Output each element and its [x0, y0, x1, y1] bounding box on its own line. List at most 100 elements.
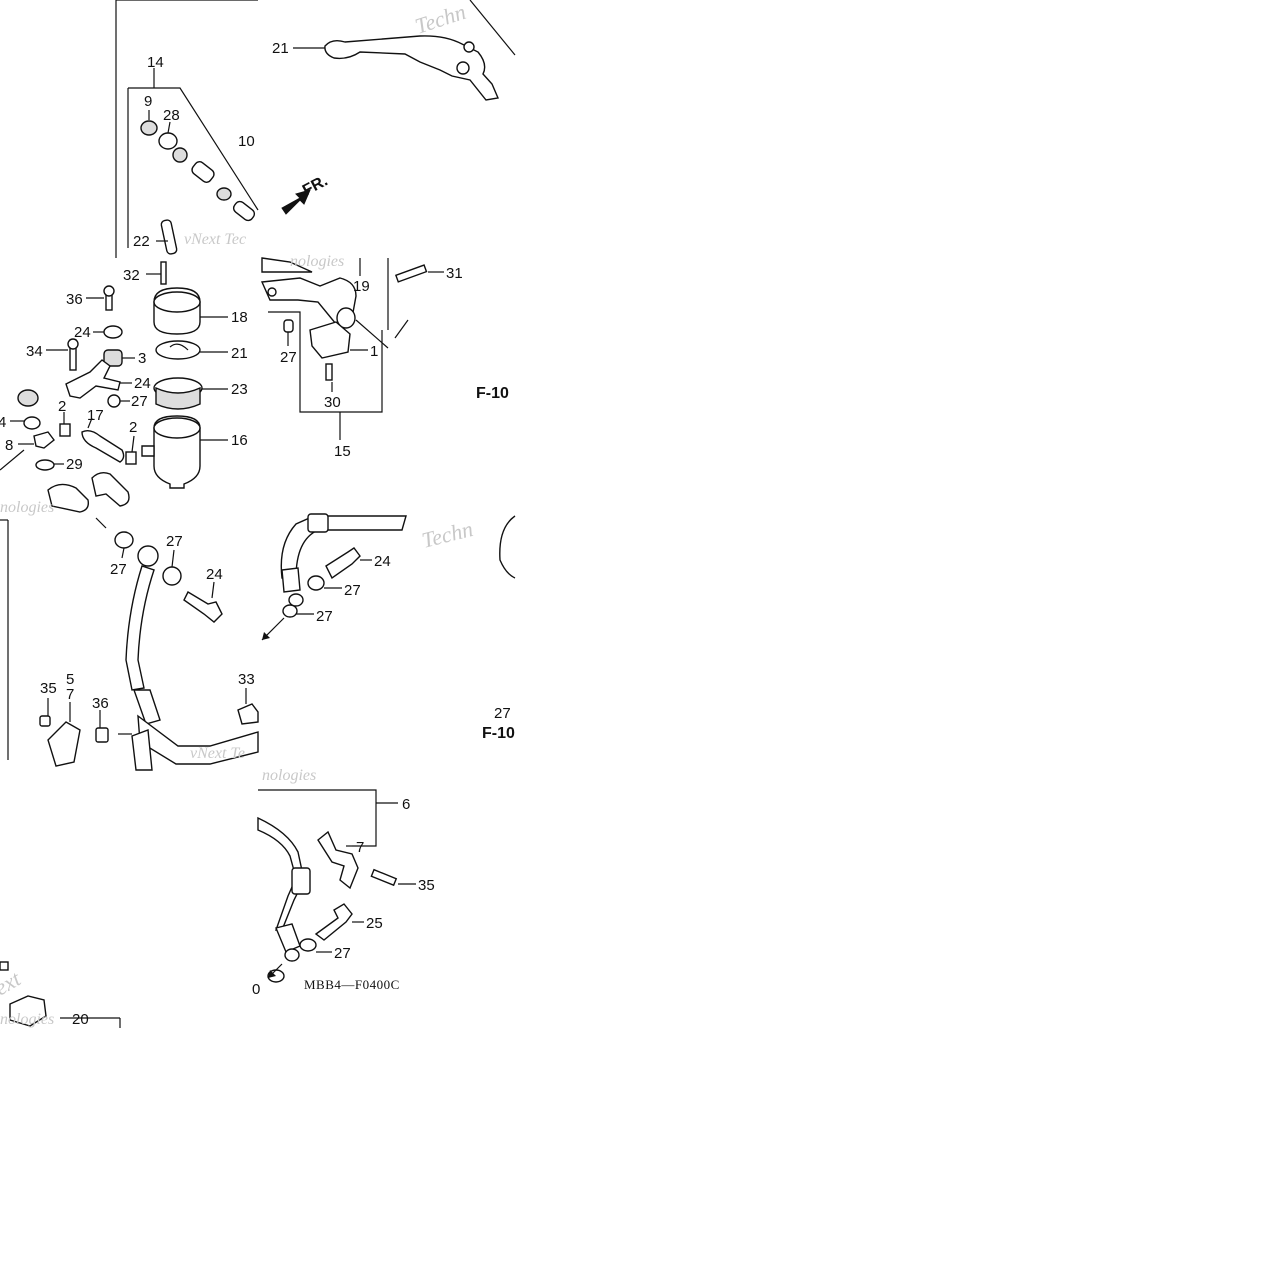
cup-part	[216, 187, 232, 201]
front-direction-arrow: FR.	[281, 172, 331, 215]
washer-27c-part	[282, 604, 298, 618]
ref-label-f10b: F-10	[482, 725, 515, 742]
bolt-32-part	[394, 264, 428, 283]
callout-24b: 24	[374, 553, 391, 570]
watermark-text: nologies	[262, 767, 316, 784]
callout-15: 19	[353, 278, 370, 295]
callout-12: 16	[231, 432, 248, 449]
bolt-23-part	[160, 219, 178, 255]
switch-1-part	[309, 321, 351, 359]
cap-part	[17, 389, 39, 407]
callout-27f: 27	[334, 945, 351, 962]
callout-28: 28	[163, 107, 180, 124]
callout-31: 30	[324, 394, 341, 411]
callout-2: 2	[58, 398, 66, 415]
eye-joint-part	[137, 545, 159, 567]
callout-14: 18	[231, 309, 248, 326]
brake-hose-lower-part	[257, 816, 305, 931]
callout-7: 7	[356, 839, 364, 856]
tile-brake-hose-right: 27 24 27 Techn 27 F-10	[261, 513, 516, 742]
callout-5: 5	[66, 671, 74, 688]
bolt-35a-part	[39, 715, 51, 727]
clip-2-part	[59, 423, 71, 437]
callout-10: 10	[238, 133, 255, 150]
callout-2b: 2	[129, 419, 137, 436]
ref-label-f10: F-10	[476, 385, 509, 402]
washer-29-part	[35, 459, 55, 471]
screw-31-part	[325, 363, 333, 381]
tile-lower-left: 20 ext nologies	[0, 961, 121, 1028]
tile-master-cylinder-switch: 19 31 15 1 27 30 F-10 nologies	[260, 253, 509, 460]
ring-part	[172, 147, 188, 163]
piston-part	[191, 161, 215, 183]
tile-brake-hose-lower: nologies 6 7 35 25 27 0 MBB4—F0400C	[252, 767, 435, 998]
callout-25: 27	[280, 349, 297, 366]
grommet-4-part	[23, 416, 41, 430]
spring-part	[232, 200, 256, 222]
drawing-code: MBB4—F0400C	[304, 977, 400, 992]
callout-17: 23	[231, 381, 248, 398]
tile-master-cylinder-piston: 14 9 28 10 22 vNext Tec	[115, 0, 259, 258]
watermark-text: vNext Tec	[184, 231, 246, 248]
bolt-24b-part	[325, 547, 361, 580]
clamp-6-part	[47, 721, 81, 767]
callout-5b: 6	[402, 796, 410, 813]
screw-25-part	[283, 319, 294, 333]
joint-8-part	[33, 431, 55, 449]
clip-2b-part	[125, 451, 137, 465]
callout-27e: 27	[494, 705, 511, 722]
callout-24: 24	[206, 566, 223, 583]
callout-29: 29	[66, 456, 83, 473]
callout-20: 24	[74, 324, 91, 341]
callout-27d: 27	[344, 582, 361, 599]
callout-partial: 0	[252, 981, 260, 998]
callout-18: 14	[147, 54, 164, 71]
callout-8: 8	[5, 437, 13, 454]
callout-21: 20	[72, 1011, 89, 1028]
watermark-text: nologies	[0, 499, 54, 516]
callout-6: 7	[66, 686, 74, 703]
callout-1: 1	[370, 343, 378, 360]
washer-27d-part	[307, 575, 325, 591]
callout-35: 35	[40, 680, 57, 697]
brake-hose-part	[125, 565, 155, 691]
callout-33: 33	[238, 671, 255, 688]
callout-30: 32	[123, 267, 140, 284]
callout-9: 9	[144, 93, 152, 110]
callout-36: 36	[66, 291, 83, 308]
tile-brake-hose-upper: 27 27 24 36 35 5 7 33 vNext Te	[0, 517, 259, 771]
tile-reservoir: 32 18 21 23 16 36 24 3 34 24	[0, 261, 248, 516]
callout-32: 31	[446, 265, 463, 282]
callout-35b: 35	[418, 877, 435, 894]
holder-part	[91, 471, 130, 507]
callout-3: 3	[138, 350, 146, 367]
callout-36b: 36	[92, 695, 109, 712]
callout-16: 21	[231, 345, 248, 362]
brake-lever-part	[324, 35, 499, 101]
screw-30-part	[160, 261, 167, 285]
callout-26: 27	[131, 393, 148, 410]
tile-brake-lever: 21 Techn FR.	[272, 0, 516, 215]
nut-26-part	[107, 394, 121, 408]
callout-19: 24	[134, 375, 151, 392]
callout-11: 15	[334, 443, 351, 460]
bolt-24c-part	[314, 903, 353, 941]
bracket-19-part	[65, 359, 121, 399]
washer-20-part	[103, 325, 123, 339]
callout-34: 34	[26, 343, 43, 360]
watermark-text: nologies	[0, 1011, 54, 1028]
piston-assembly	[140, 120, 256, 255]
callout-22: 21	[272, 40, 289, 57]
bracket-7-part	[317, 830, 359, 890]
callout-24c: 25	[366, 915, 383, 932]
watermark-text: nologies	[290, 253, 344, 270]
seal-part	[140, 120, 158, 136]
callout-27b: 27	[166, 533, 183, 550]
bolt-36b-part	[95, 727, 109, 743]
washer-27a-part	[114, 531, 134, 549]
callout-27: 27	[110, 561, 127, 578]
bolt-33-part	[237, 703, 259, 725]
watermark-text: ext	[0, 965, 25, 1000]
watermark-text: vNext Te	[190, 745, 245, 762]
